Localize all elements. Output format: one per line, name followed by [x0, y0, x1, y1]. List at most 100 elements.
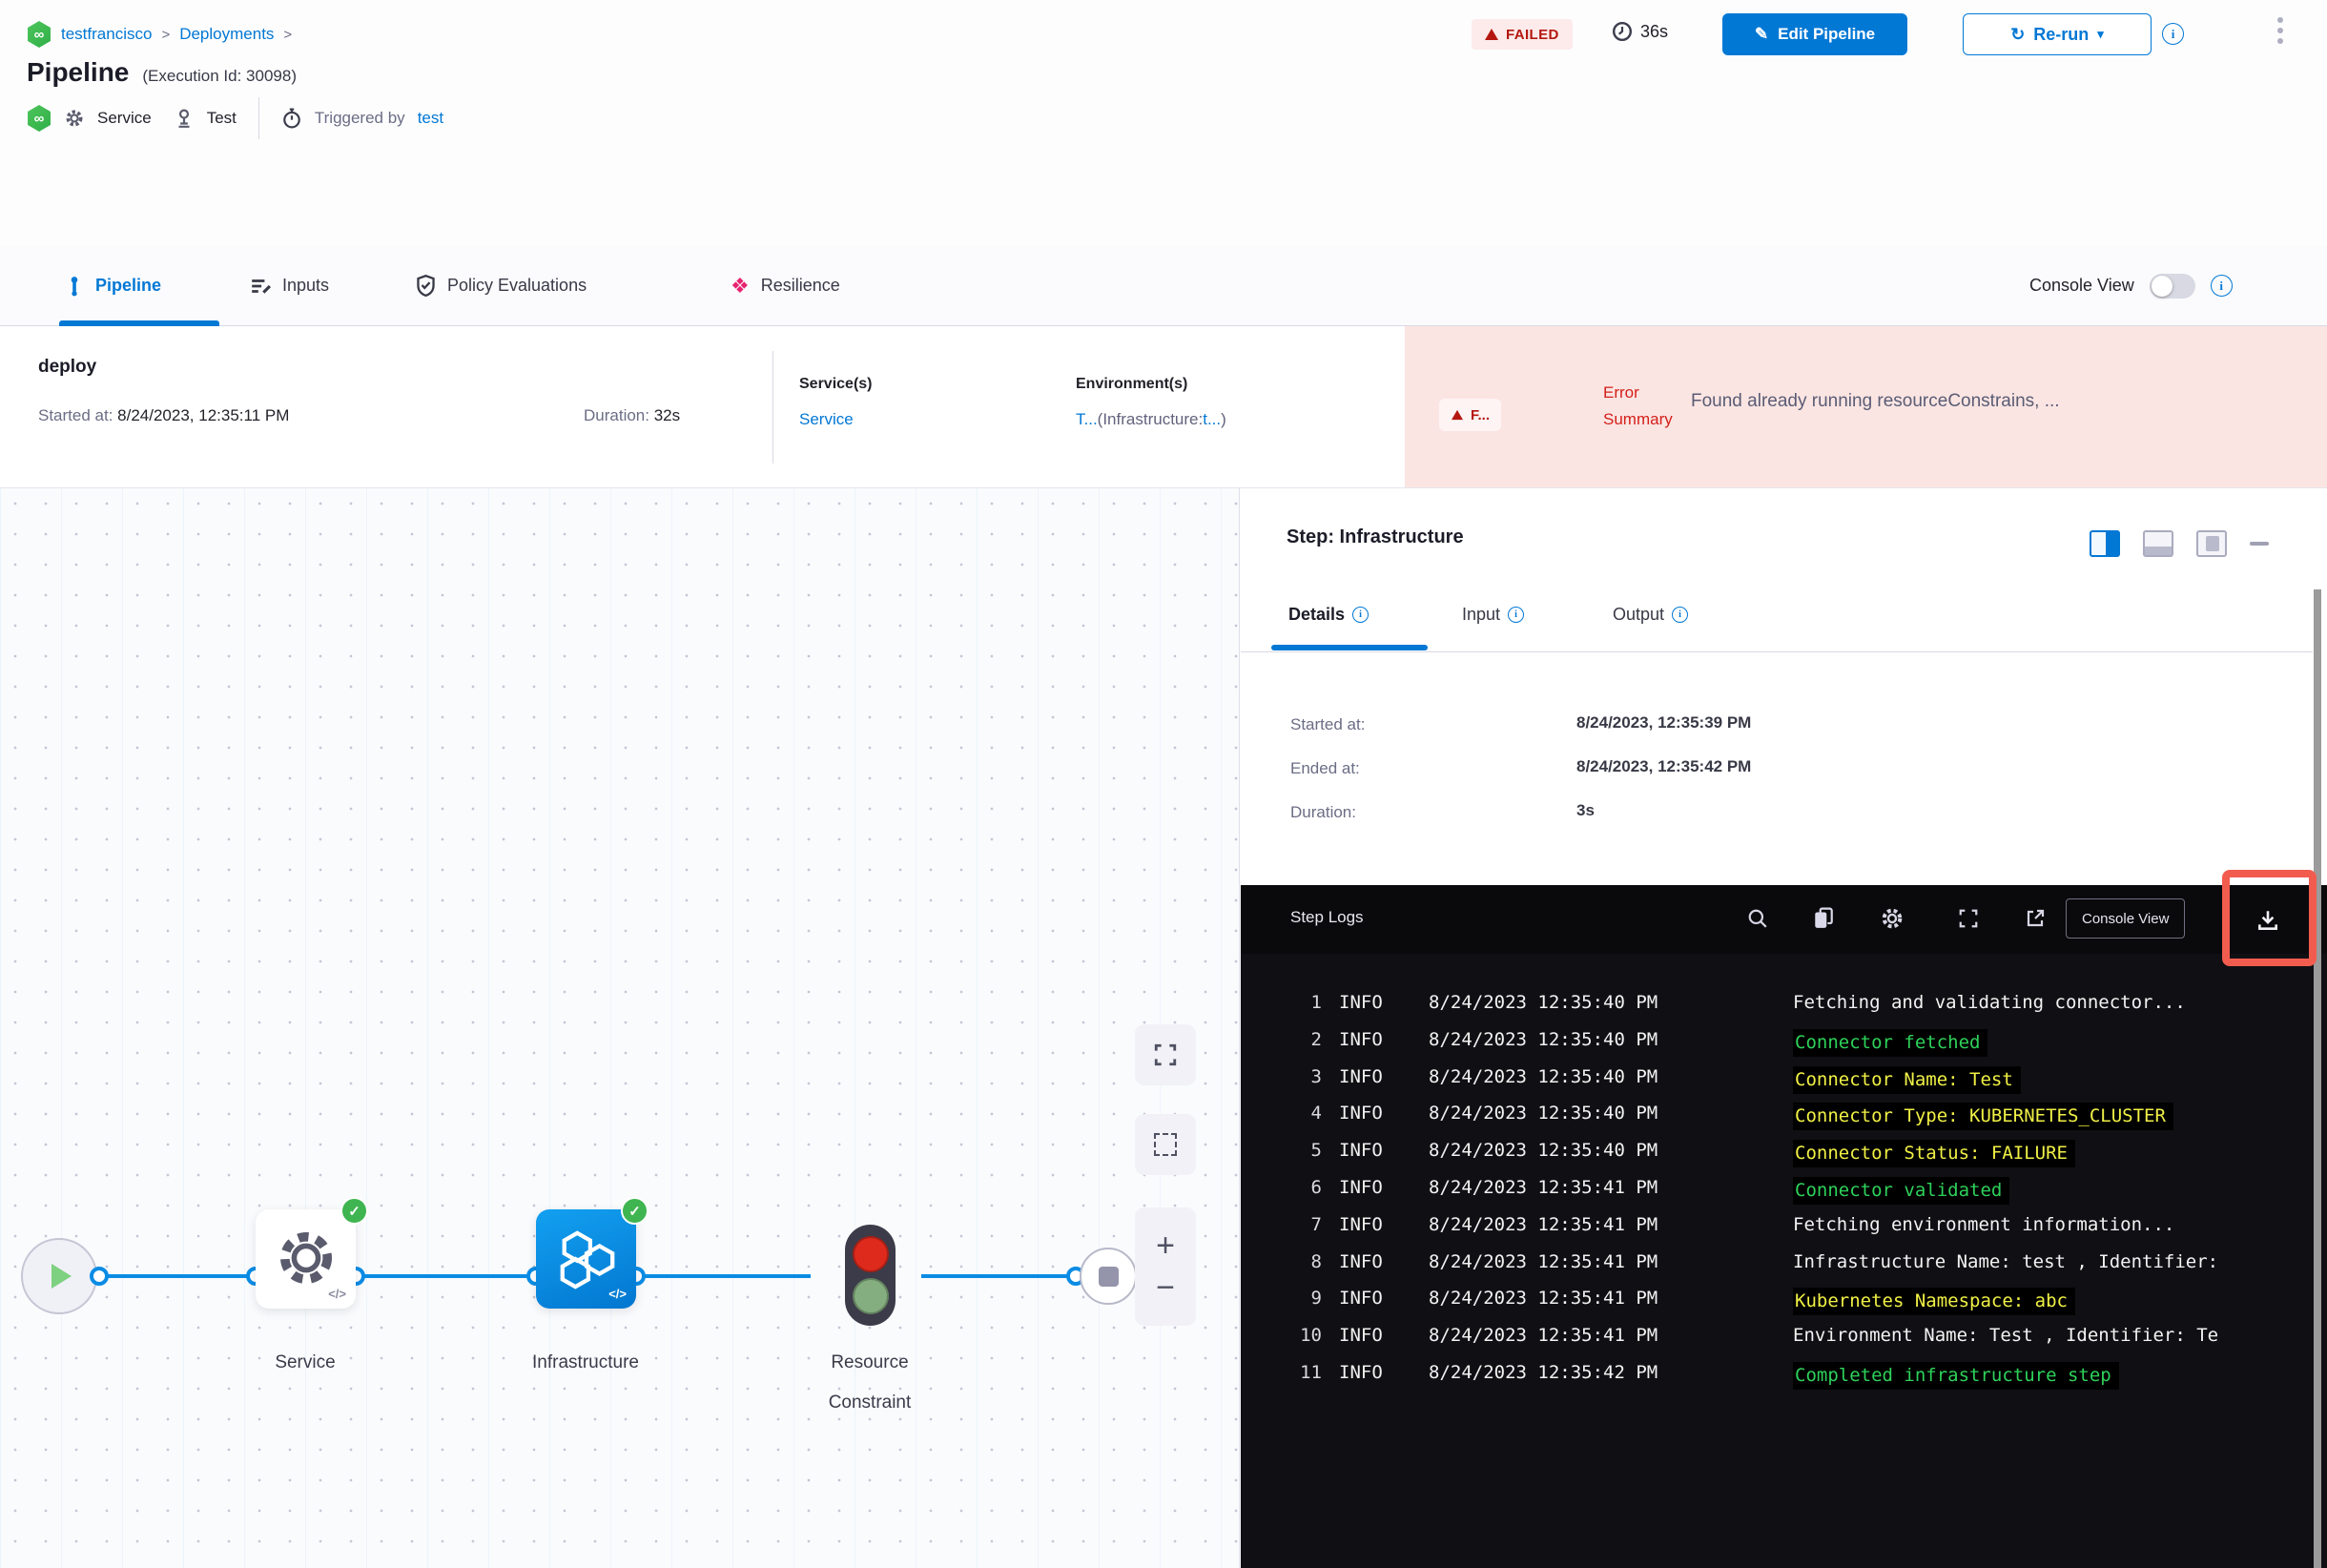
- layout-bottom-panel-button[interactable]: [2143, 530, 2173, 557]
- log-line-number: 4: [1310, 1103, 1322, 1124]
- services-link[interactable]: Service: [799, 410, 854, 428]
- ended-at-value: 8/24/2023, 12:35:42 PM: [1576, 757, 1752, 775]
- log-level: INFO: [1339, 1028, 1383, 1050]
- error-summary-zone: F... Error Summary Found already running…: [1405, 326, 2327, 487]
- environment-name: Test: [206, 109, 237, 127]
- warning-triangle-icon: [1452, 409, 1463, 421]
- node-service[interactable]: ✓ </>: [256, 1197, 368, 1309]
- info-icon[interactable]: i: [2162, 23, 2184, 45]
- log-message: Connector fetched: [1793, 1028, 1988, 1057]
- vertical-scrollbar[interactable]: [2314, 589, 2321, 1568]
- graph-end-node[interactable]: [1080, 1248, 1137, 1305]
- template-code-glyph: </>: [608, 1287, 627, 1301]
- tab-policy-evaluations[interactable]: Policy Evaluations: [416, 246, 587, 325]
- console-view-toggle[interactable]: [2149, 273, 2195, 299]
- log-line-number: 7: [1310, 1213, 1322, 1235]
- environments-link[interactable]: T...(Infrastructure:t...): [1076, 410, 1226, 428]
- tab-pipeline[interactable]: Pipeline: [65, 246, 161, 325]
- refresh-icon: ↻: [2010, 24, 2026, 44]
- gear-icon: [64, 108, 85, 129]
- kebab-menu[interactable]: [2277, 17, 2283, 44]
- rerun-button[interactable]: ↻ Re-run ▾: [1963, 13, 2152, 55]
- zoom-in-button[interactable]: +: [1156, 1228, 1175, 1264]
- console-view-button[interactable]: Console View: [2066, 898, 2186, 939]
- layout-floating-panel-button[interactable]: [2196, 530, 2227, 557]
- log-timestamp: 8/24/2023 12:35:40 PM: [1429, 1103, 1658, 1124]
- ended-at-label: Ended at:: [1290, 759, 1360, 777]
- breadcrumb-deployments-link[interactable]: Deployments: [179, 25, 275, 43]
- log-line-number: 10: [1300, 1325, 1322, 1347]
- canvas-zoom-controls: + −: [1135, 1207, 1196, 1326]
- divider: [1241, 651, 2313, 652]
- hexagons-icon: [536, 1228, 636, 1289]
- breadcrumb-project-link[interactable]: testfrancisco: [61, 25, 153, 43]
- tab-input[interactable]: Input i: [1462, 605, 1525, 625]
- tab-inputs[interactable]: Inputs: [250, 246, 329, 325]
- chevron-down-icon: ▾: [2097, 27, 2104, 41]
- tab-details[interactable]: Details i: [1288, 605, 1369, 625]
- graph-start-node[interactable]: [21, 1238, 97, 1314]
- stage-name: deploy: [38, 357, 97, 377]
- cd-module-icon: ∞: [28, 105, 51, 132]
- log-timestamp: 8/24/2023 12:35:41 PM: [1429, 1288, 1658, 1310]
- layout-right-panel-button[interactable]: [2090, 530, 2120, 557]
- minimize-panel-button[interactable]: [2250, 542, 2269, 546]
- execution-id: (Execution Id: 30098): [142, 67, 297, 85]
- started-at-label: Started at:: [1290, 715, 1366, 733]
- log-line-number: 3: [1310, 1065, 1322, 1087]
- node-label: Constraint: [828, 1393, 912, 1413]
- edge-port: [90, 1267, 109, 1286]
- info-icon[interactable]: i: [1508, 607, 1525, 623]
- gear-icon: [256, 1223, 356, 1293]
- title-row: Pipeline (Execution Id: 30098): [27, 57, 297, 88]
- tab-resilience[interactable]: ❖ Resilience: [731, 273, 840, 298]
- info-icon[interactable]: i: [2210, 275, 2233, 297]
- canvas-select-marquee-button[interactable]: [1135, 1114, 1196, 1175]
- error-status-badge: F...: [1439, 399, 1502, 431]
- divider: [257, 97, 259, 139]
- log-line-number: 8: [1310, 1250, 1322, 1272]
- pencil-icon: ✎: [1754, 25, 1769, 43]
- log-level: INFO: [1339, 1177, 1383, 1198]
- node-infrastructure[interactable]: ✓ </>: [536, 1197, 649, 1309]
- triggered-by-link[interactable]: test: [417, 109, 444, 127]
- node-resource-constraint[interactable]: [845, 1225, 896, 1326]
- edit-pipeline-button[interactable]: ✎ Edit Pipeline: [1722, 13, 1907, 55]
- fullscreen-icon[interactable]: [1954, 904, 1983, 933]
- shield-check-icon: [416, 275, 436, 297]
- info-icon[interactable]: i: [1352, 607, 1369, 623]
- graph-edge: [921, 1274, 1080, 1278]
- copy-icon[interactable]: [1809, 904, 1838, 933]
- log-timestamp: 8/24/2023 12:35:41 PM: [1429, 1250, 1658, 1272]
- console-view-toggle-group: Console View i: [2029, 246, 2233, 325]
- log-timestamp: 8/24/2023 12:35:41 PM: [1429, 1177, 1658, 1198]
- duration-value: 3s: [1576, 801, 1595, 819]
- log-timestamp: 8/24/2023 12:35:42 PM: [1429, 1362, 1658, 1383]
- log-message: Connector Name: Test: [1793, 1065, 2021, 1094]
- clock-icon: [1612, 21, 1633, 42]
- info-icon[interactable]: i: [1672, 607, 1689, 623]
- tab-output[interactable]: Output i: [1613, 605, 1689, 625]
- node-label: Infrastructure: [532, 1352, 639, 1372]
- log-level: INFO: [1339, 1103, 1383, 1124]
- zoom-out-button[interactable]: −: [1156, 1269, 1175, 1306]
- download-logs-icon[interactable]: [2254, 906, 2282, 935]
- canvas-fullscreen-button[interactable]: [1135, 1024, 1196, 1085]
- pipeline-meta-row: ∞ Service Test Triggered by test: [27, 97, 444, 139]
- stage-started: Started at: 8/24/2023, 12:35:11 PM: [38, 406, 290, 424]
- gear-icon[interactable]: [1878, 904, 1906, 933]
- log-timestamp: 8/24/2023 12:35:41 PM: [1429, 1325, 1658, 1347]
- success-check-icon: ✓: [340, 1197, 368, 1225]
- search-icon[interactable]: [1743, 904, 1772, 933]
- graph-edge: [59, 1274, 811, 1278]
- step-logs-header: Step Logs Console View: [1241, 885, 2327, 954]
- external-link-icon[interactable]: [2021, 904, 2049, 933]
- execution-graph-canvas[interactable]: ✓ </> ✓ </> Service Infrastructure: [0, 488, 1240, 1568]
- log-level: INFO: [1339, 1250, 1383, 1272]
